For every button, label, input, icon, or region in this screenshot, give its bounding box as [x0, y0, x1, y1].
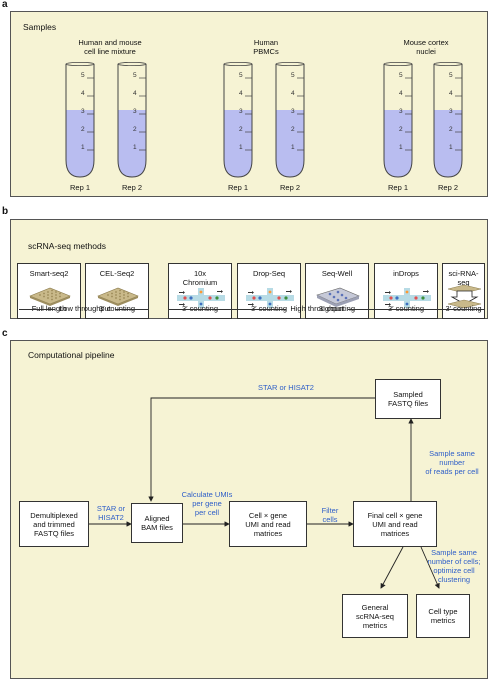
plate-icon	[29, 287, 71, 306]
rep-label: Rep 2	[437, 183, 458, 192]
sample-tube	[383, 62, 413, 178]
rep-label: Rep 1	[69, 183, 90, 192]
panel-a-letter: a	[2, 0, 8, 10]
pipeline-title: Computational pipeline	[28, 350, 115, 360]
samples-title: Samples	[23, 22, 57, 32]
panel-b-letter: b	[2, 206, 9, 217]
rep-label: Rep 1	[227, 183, 248, 192]
pipeline-arrows	[89, 397, 440, 589]
array-icon	[316, 287, 360, 307]
high-throughput-label: High throughput	[290, 304, 344, 313]
methods-title: scRNA-seq methods	[28, 241, 106, 251]
rep-label: Rep 2	[121, 183, 142, 192]
split-pool-icon	[447, 285, 482, 309]
sample-tube	[223, 62, 253, 178]
low-throughput-line-left	[19, 309, 55, 310]
edge-label-star-hisat2-top: STAR or HISAT2	[258, 383, 314, 392]
sample-tube	[275, 62, 305, 178]
method-sci-rna-seq: sci-RNA-seq 3′ counting	[442, 263, 485, 319]
low-throughput-label: Low throughput	[59, 304, 111, 313]
tube-tick-labels: 5 4 3 2 1 5 4 3 2 1 5 4 3 2 1 5 4 3 2 1 …	[81, 72, 453, 151]
methods-panel: scRNA-seq methods Smart-seq2 Full length…	[10, 219, 488, 319]
low-throughput-line-right	[115, 309, 149, 310]
plate-icon	[97, 287, 139, 306]
sample-tube	[433, 62, 463, 178]
sample-tube	[117, 62, 147, 178]
panel-c-letter: c	[2, 328, 8, 339]
rep-label: Rep 1	[387, 183, 408, 192]
rep-label: Rep 2	[279, 183, 300, 192]
microfluidic-icon	[383, 288, 431, 308]
microfluidic-icon	[177, 288, 225, 308]
method-indrops: inDrops 3′ counting	[374, 263, 438, 319]
microfluidic-icon	[246, 288, 294, 308]
high-throughput-line-right	[348, 309, 485, 310]
method-seq-well: Seq-Well 3′ counting	[305, 263, 369, 319]
high-throughput-line-left	[168, 309, 286, 310]
sample-tube	[65, 62, 95, 178]
